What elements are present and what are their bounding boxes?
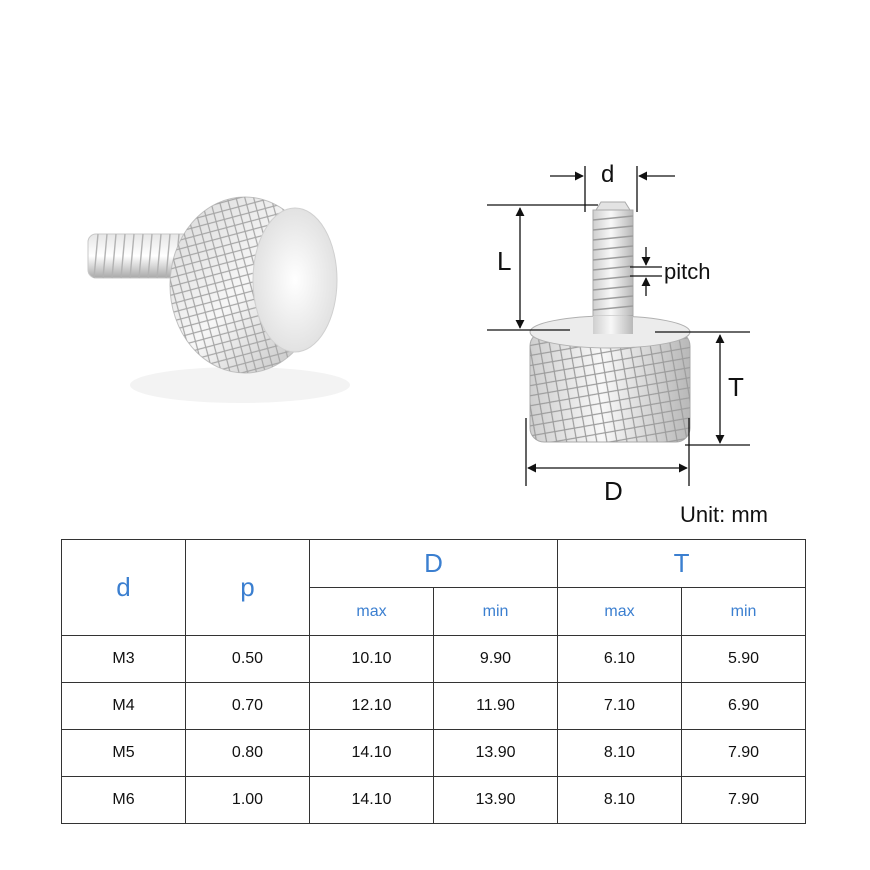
cell-T-max: 8.10 — [557, 729, 682, 777]
label-D: D — [604, 476, 623, 506]
cell-D-min: 13.90 — [433, 729, 558, 777]
cell-p: 0.50 — [185, 635, 310, 683]
table-row: M5 0.80 14.10 13.90 8.10 7.90 — [61, 729, 807, 777]
subheader-row: max min max min — [62, 587, 807, 636]
dimension-T — [655, 331, 750, 446]
cell-D-max: 14.10 — [309, 729, 434, 777]
subheader-D-max: max — [309, 587, 434, 636]
cell-D-min: 9.90 — [433, 635, 558, 683]
cell-T-min: 7.90 — [680, 729, 807, 777]
cell-d: M6 — [61, 776, 186, 824]
table-row: M3 0.50 10.10 9.90 6.10 5.90 — [61, 635, 807, 683]
cell-T-min: 6.90 — [680, 682, 807, 730]
label-pitch: pitch — [664, 259, 710, 284]
dimension-d — [550, 166, 675, 212]
cell-p: 1.00 — [185, 776, 310, 824]
cell-D-min: 13.90 — [433, 776, 558, 824]
cell-d: M3 — [61, 635, 186, 683]
cell-D-max: 14.10 — [309, 776, 434, 824]
dimension-drawing: d L pitch T D — [487, 161, 750, 506]
dimension-D — [525, 418, 690, 486]
thumb-screw-photo — [87, 196, 350, 403]
cell-T-min: 5.90 — [680, 635, 807, 683]
header-T: T — [556, 539, 807, 588]
label-L: L — [497, 246, 511, 276]
table-row: M4 0.70 12.10 11.90 7.10 6.90 — [61, 682, 807, 730]
spec-table: d p D T max min max min M3 0.50 10.10 9.… — [61, 539, 807, 824]
cell-D-max: 10.10 — [309, 635, 434, 683]
cell-p: 0.80 — [185, 729, 310, 777]
cell-D-min: 11.90 — [433, 682, 558, 730]
header-row: d p D T — [61, 539, 807, 636]
unit-label: Unit: mm — [680, 502, 768, 527]
cell-p: 0.70 — [185, 682, 310, 730]
cell-d: M4 — [61, 682, 186, 730]
header-d: d — [61, 539, 186, 636]
header-p: p — [185, 539, 310, 636]
dimension-L — [487, 204, 598, 331]
cell-T-max: 8.10 — [557, 776, 682, 824]
label-d: d — [601, 161, 614, 188]
header-D: D — [309, 539, 558, 588]
subheader-T-min: min — [680, 587, 807, 636]
label-T: T — [728, 372, 744, 402]
subheader-T-max: max — [557, 587, 682, 636]
cell-T-max: 7.10 — [557, 682, 682, 730]
cell-d: M5 — [61, 729, 186, 777]
dimension-pitch — [630, 247, 662, 296]
cell-T-max: 6.10 — [557, 635, 682, 683]
subheader-D-min: min — [433, 587, 558, 636]
cell-D-max: 12.10 — [309, 682, 434, 730]
cell-T-min: 7.90 — [680, 776, 807, 824]
table-row: M6 1.00 14.10 13.90 8.10 7.90 — [61, 776, 807, 824]
knurled-head — [529, 315, 691, 443]
